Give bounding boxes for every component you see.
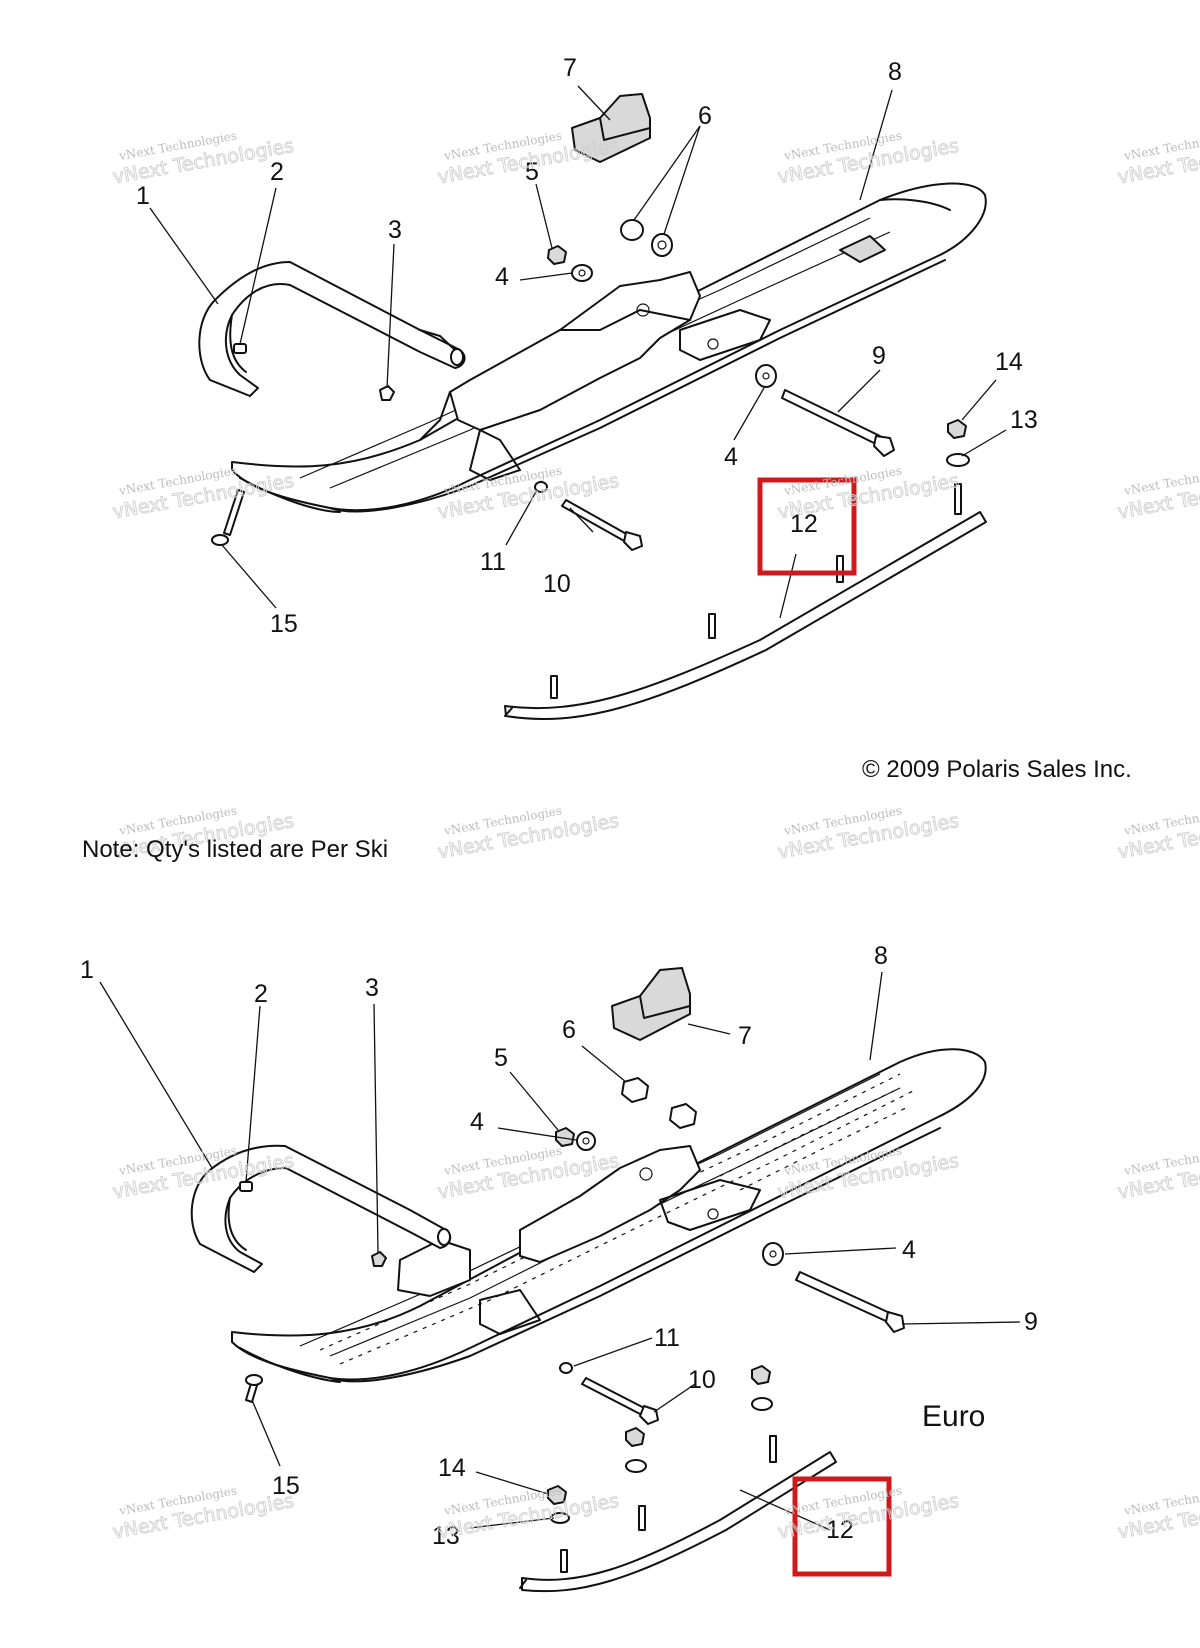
top-callout-11: 11 xyxy=(480,548,506,576)
bottom-callout-2: 2 xyxy=(254,980,268,1008)
top-callout-7: 7 xyxy=(563,54,577,82)
bottom-callout-9: 9 xyxy=(1024,1308,1038,1336)
bottom-part-4b xyxy=(762,1242,784,1266)
top-callout-6: 6 xyxy=(698,102,712,130)
copyright-text: © 2009 Polaris Sales Inc. xyxy=(862,756,1132,783)
top-part-4a xyxy=(571,264,593,282)
top-part-11 xyxy=(534,481,548,493)
top-leaders xyxy=(149,85,1007,619)
top-ski-handle xyxy=(198,261,466,397)
top-part-10 xyxy=(561,499,643,551)
bottom-callout-4a: 4 xyxy=(470,1108,484,1136)
bottom-callout-4b: 4 xyxy=(902,1236,916,1264)
top-callout-14: 14 xyxy=(995,348,1023,376)
top-callout-15: 15 xyxy=(270,610,298,638)
top-part-14 xyxy=(947,419,967,439)
bottom-callout-8: 8 xyxy=(874,942,888,970)
bottom-part-14a xyxy=(751,1365,771,1385)
quantity-note: Note: Qty's listed are Per Ski xyxy=(82,836,389,863)
bottom-part-3 xyxy=(371,1251,387,1267)
bottom-callout-5: 5 xyxy=(494,1044,508,1072)
top-callout-10: 10 xyxy=(543,570,571,598)
top-callout-8: 8 xyxy=(888,58,902,86)
bottom-part-14c xyxy=(547,1485,567,1505)
top-callout-1: 1 xyxy=(136,182,150,210)
top-callout-13: 13 xyxy=(1010,406,1038,434)
bottom-part-5 xyxy=(555,1127,575,1147)
top-ski-body xyxy=(231,182,987,513)
bottom-part-15 xyxy=(245,1374,263,1403)
top-callout-5: 5 xyxy=(525,158,539,186)
bottom-callout-7: 7 xyxy=(738,1022,752,1050)
bottom-part-2 xyxy=(239,1181,253,1192)
top-part-3 xyxy=(379,385,395,401)
top-highlight-box xyxy=(757,477,857,576)
top-callout-3: 3 xyxy=(388,216,402,244)
top-part-4b xyxy=(755,364,777,388)
bottom-callout-3: 3 xyxy=(365,974,379,1002)
bottom-callout-10: 10 xyxy=(688,1366,716,1394)
top-part-6a xyxy=(620,219,644,241)
bottom-callout-12: 12 xyxy=(826,1516,854,1544)
bottom-part-6b xyxy=(669,1103,697,1129)
bottom-callout-14: 14 xyxy=(438,1454,466,1482)
top-part-12 xyxy=(504,483,987,721)
top-part-13 xyxy=(946,453,970,467)
bottom-part-9 xyxy=(795,1271,905,1333)
top-part-7 xyxy=(571,93,651,163)
top-callout-4a: 4 xyxy=(495,263,509,291)
top-callout-4b: 4 xyxy=(724,443,738,471)
top-part-5 xyxy=(547,245,567,265)
bottom-ski-handle xyxy=(190,1144,452,1273)
bottom-callout-13: 13 xyxy=(432,1522,460,1550)
top-part-15 xyxy=(211,489,245,546)
bottom-callout-11: 11 xyxy=(654,1324,680,1352)
bottom-part-14b xyxy=(625,1427,645,1447)
top-callouts: 1 2 3 4 4 5 6 7 8 9 10 11 12 13 14 15 xyxy=(136,54,1038,638)
bottom-callout-1: 1 xyxy=(80,956,94,984)
bottom-part-13b xyxy=(625,1459,647,1473)
bottom-part-6a xyxy=(621,1077,649,1103)
bottom-callouts: 1 2 3 4 4 5 6 7 8 9 10 11 12 13 14 15 xyxy=(80,942,1038,1550)
bottom-ski-body xyxy=(231,1048,987,1383)
bottom-leaders xyxy=(99,971,1021,1531)
bottom-part-11 xyxy=(559,1362,573,1374)
top-part-6b xyxy=(651,233,673,257)
bottom-callout-15: 15 xyxy=(272,1472,300,1500)
top-callout-9: 9 xyxy=(872,342,886,370)
bottom-part-7 xyxy=(611,967,691,1041)
top-callout-2: 2 xyxy=(270,158,284,186)
bottom-part-10 xyxy=(581,1377,659,1425)
bottom-part-12 xyxy=(519,1435,837,1593)
bottom-part-13a xyxy=(751,1397,773,1411)
bottom-highlight-box xyxy=(792,1476,892,1577)
bottom-part-4a xyxy=(576,1131,596,1151)
top-part-9 xyxy=(781,389,895,457)
top-part-2 xyxy=(233,343,247,354)
top-assembly: 1 2 3 4 4 5 6 7 8 9 10 11 12 13 14 15 xyxy=(136,54,1038,721)
euro-variant-label: Euro xyxy=(922,1400,986,1433)
bottom-callout-6: 6 xyxy=(562,1016,576,1044)
top-callout-12: 12 xyxy=(790,510,818,538)
bottom-assembly: 1 2 3 4 4 5 6 7 8 9 10 11 12 13 14 15 xyxy=(80,942,1038,1593)
